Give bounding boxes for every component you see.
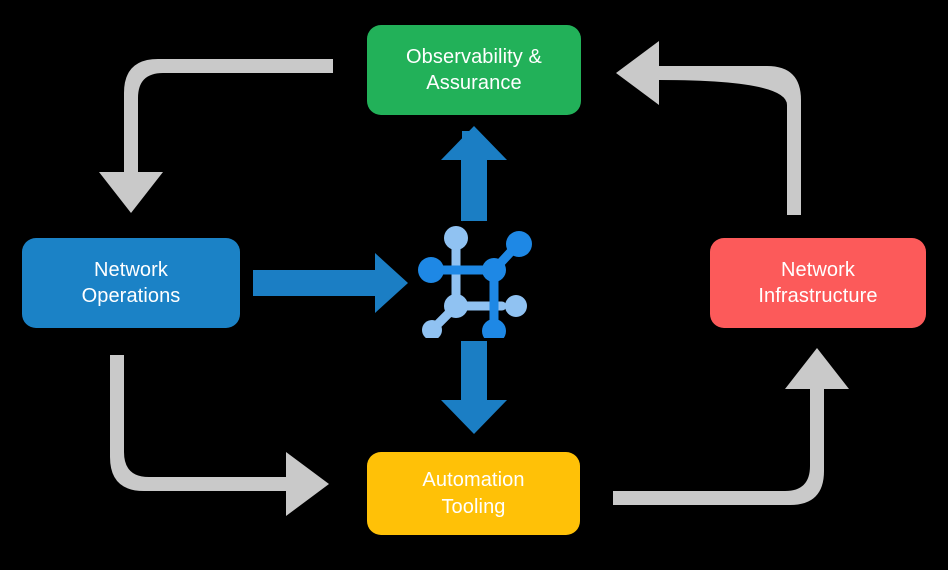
node-label-network-infrastructure: Network Infrastructure [758,258,878,307]
flow-arrow-observability-to-operations [99,59,333,213]
flow-arrow-infrastructure-to-observability [616,41,801,215]
node-box-observability[interactable]: Observability & Assurance [367,25,581,115]
node-box-automation-tooling[interactable]: Automation Tooling [367,452,580,535]
flow-arrow-operations-to-automation [110,355,329,516]
primary-arrow-center-to-observability-body [441,126,507,221]
node-label-network-operations: Network Operations [81,258,181,307]
node-box-network-infrastructure[interactable]: Network Infrastructure [710,238,926,328]
node-box-network-operations[interactable]: Network Operations [22,238,240,328]
node-label-observability: Observability & Assurance [406,45,542,94]
primary-arrow-operations-to-center [253,253,408,313]
network-topology-icon [418,226,532,338]
node-label-automation-tooling: Automation Tooling [422,469,525,518]
primary-arrow-center-to-automation [441,341,507,434]
flow-arrow-automation-to-infrastructure [613,348,849,505]
